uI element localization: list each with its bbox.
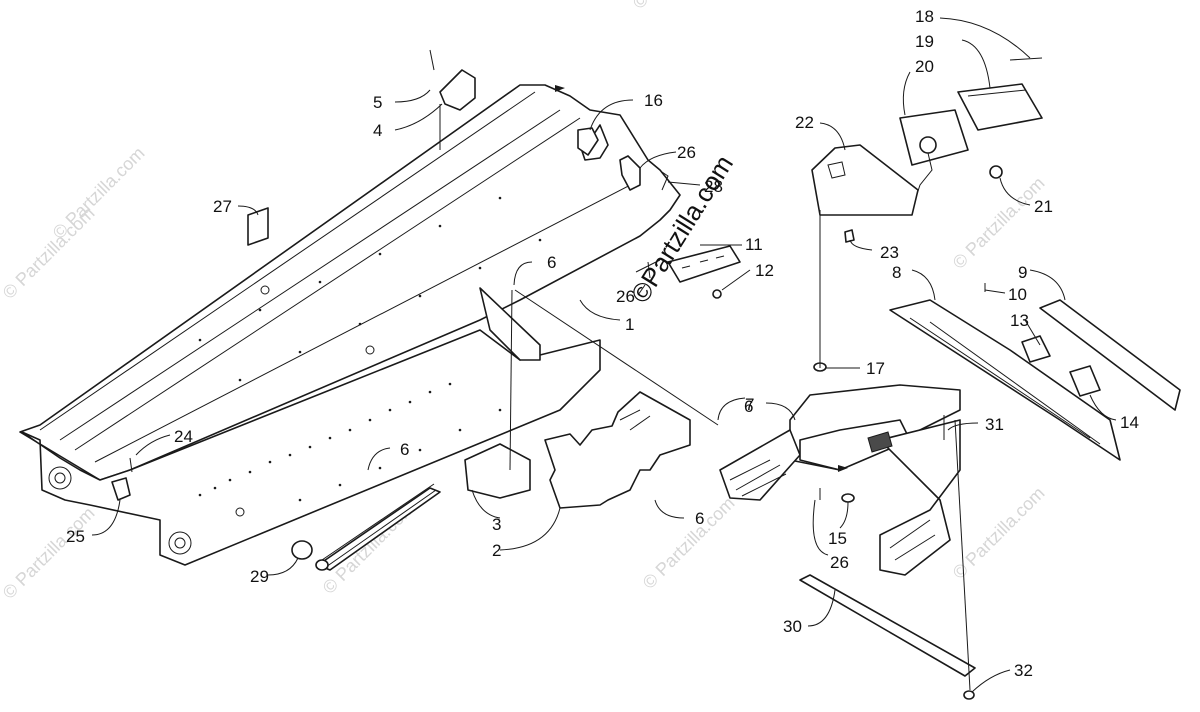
callout-label: 32: [1014, 661, 1033, 680]
bumper-7: [719, 384, 961, 576]
callout-label: 7: [745, 395, 754, 414]
part-16: [577, 127, 599, 156]
part-28: [661, 171, 669, 191]
callout-label: 18: [915, 7, 934, 26]
leader-lines: [91, 17, 1117, 693]
license-plate-11: [667, 245, 741, 283]
callout-label: 20: [915, 57, 934, 76]
callout-label: 8: [892, 263, 901, 282]
callout-label: 26: [830, 553, 849, 572]
callout-label: 29: [250, 567, 269, 586]
callout-label: 15: [828, 529, 847, 548]
callout-label: 9: [1018, 263, 1027, 282]
watermark: © Partzilla.com: [949, 173, 1049, 273]
strap-30: [799, 574, 976, 677]
decal-9: [1039, 299, 1181, 411]
decal-14: [1069, 365, 1101, 397]
callout-label: 12: [755, 261, 774, 280]
callouts: 1 2 3 4 5 6 6 6 6 7 7 7 8 9 10 11 12 13 …: [66, 7, 1139, 680]
callout-label: 17: [866, 359, 885, 378]
callout-label: 22: [795, 113, 814, 132]
callout-label: 28: [704, 177, 723, 196]
callout-label: 26: [677, 143, 696, 162]
callout-label: 21: [1034, 197, 1053, 216]
callout-label: 19: [915, 32, 934, 51]
taillight-assembly: [811, 57, 1043, 243]
callout-label: 6: [400, 440, 409, 459]
callout-label: 26: [616, 287, 635, 306]
tunnel-part: [19, 84, 681, 566]
callout-label: 5: [373, 93, 382, 112]
callout-label: 3: [492, 515, 501, 534]
snowflap-2: [544, 391, 691, 509]
rivet-dots: [198, 196, 542, 502]
callout-label: 31: [985, 415, 1004, 434]
callout-label: 30: [783, 617, 802, 636]
callout-label: 23: [880, 243, 899, 262]
callout-label: 24: [174, 427, 193, 446]
arrow-marker: [838, 465, 848, 472]
watermark: © Partzilla.com: [629, 0, 729, 13]
callout-label: 27: [213, 197, 232, 216]
callout-label: 6: [744, 397, 753, 416]
callout-label: 16: [644, 91, 663, 110]
callout-label: 1: [625, 315, 634, 334]
arrow-marker: [555, 85, 565, 92]
callout-label: 10: [1008, 285, 1027, 304]
hinge-4: [439, 69, 476, 111]
callout-label: 4: [373, 121, 382, 140]
callout-label: 6: [695, 509, 704, 528]
callout-label: 14: [1120, 413, 1139, 432]
bracket-3: [464, 443, 531, 499]
callout-label: 25: [66, 527, 85, 546]
nut-32: [963, 690, 975, 700]
watermark: © Partzilla.com: [49, 143, 149, 243]
callout-label: 6: [547, 253, 556, 272]
screw-12: [712, 289, 722, 299]
callout-label: 2: [492, 541, 501, 560]
nut-15: [841, 493, 855, 503]
decal-13: [1021, 335, 1051, 363]
decal-27: [247, 207, 269, 246]
plug-29: [291, 540, 313, 560]
callout-label: 11: [745, 235, 763, 254]
callout-label: 13: [1010, 311, 1029, 330]
watermark: © Partzilla.com: [0, 503, 99, 603]
clip-25: [111, 477, 131, 501]
hose-part: [315, 483, 441, 571]
watermark: © Partzilla.com: [639, 493, 739, 593]
